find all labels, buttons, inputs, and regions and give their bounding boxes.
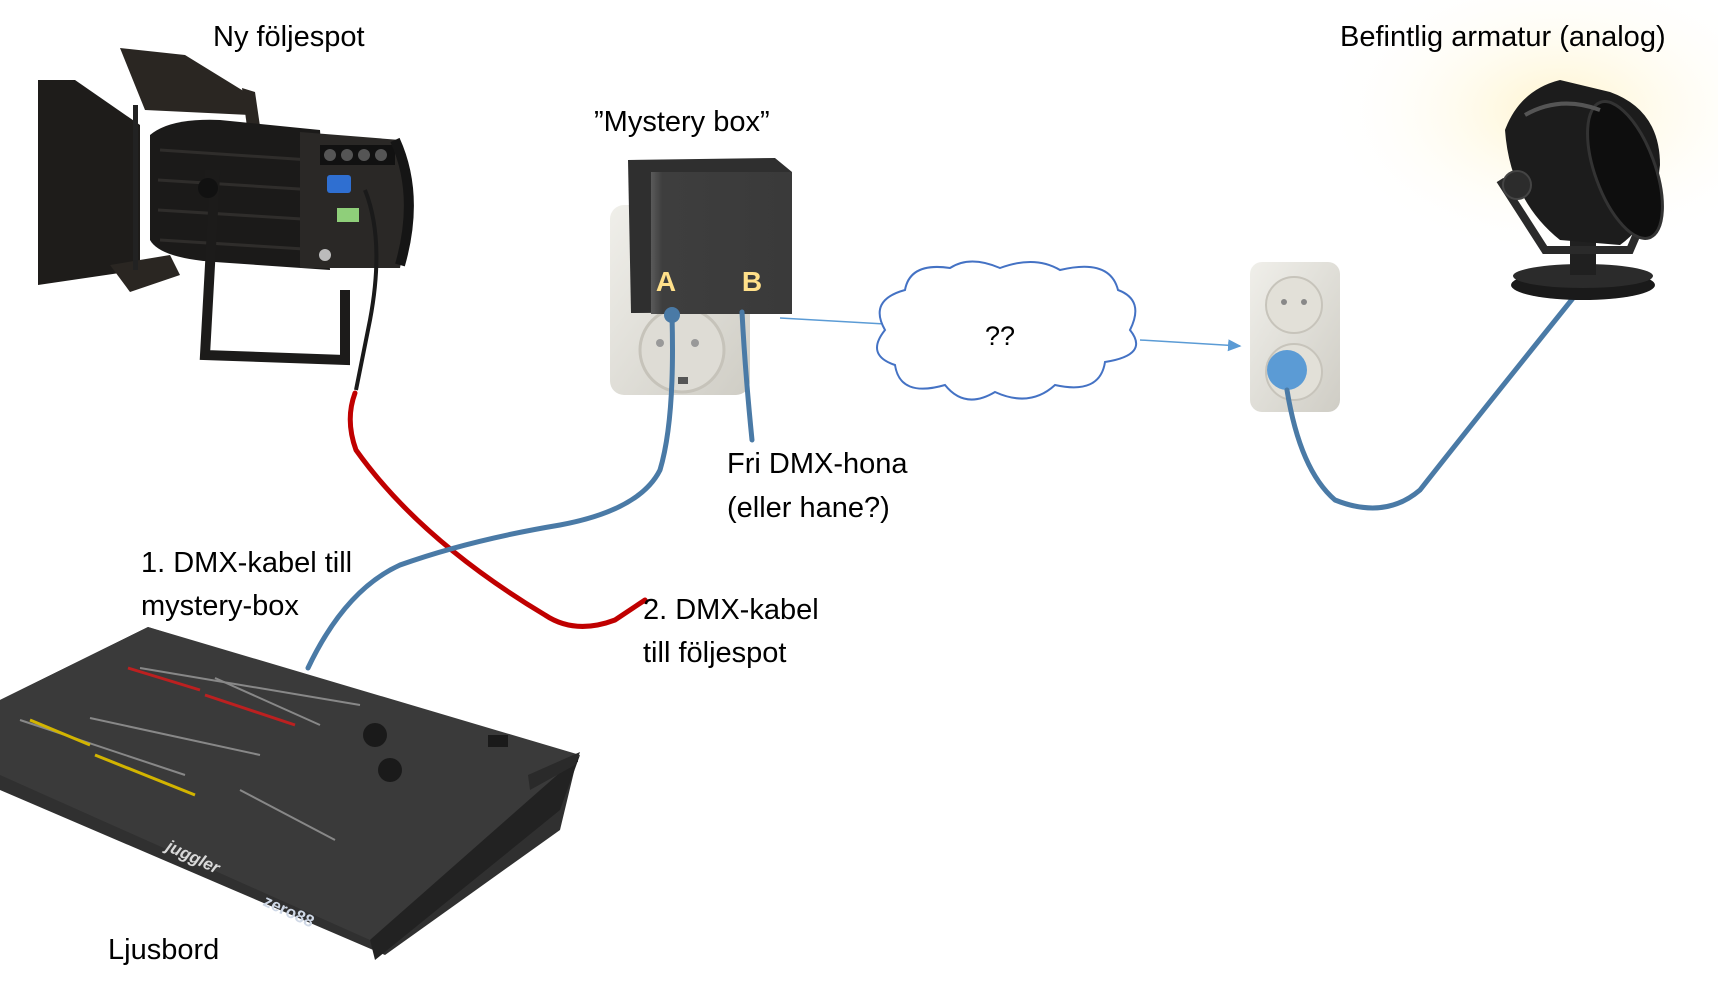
dmx-cable-2 <box>347 390 648 629</box>
double-wall-socket-icon[interactable] <box>1250 262 1340 412</box>
cable2-label-line2: till följespot <box>643 637 787 669</box>
free-port-label-line1: Fri DMX-hona <box>727 448 908 480</box>
wall-socket-adapter-icon[interactable] <box>610 158 792 395</box>
connector-line-in <box>779 317 886 325</box>
cable2-label-line1: 2. DMX-kabel <box>643 594 819 626</box>
mystery-box-label: ”Mystery box” <box>594 106 770 138</box>
cloud-label: ?? <box>985 321 1015 351</box>
cloud-icon[interactable] <box>876 260 1138 401</box>
existing-fixture-label: Befintlig armatur (analog) <box>1340 21 1666 53</box>
cable1-label-line2: mystery-box <box>141 590 299 622</box>
analog-spotlight-icon[interactable] <box>1496 80 1678 300</box>
lighting-desk-label: Ljusbord <box>108 934 220 966</box>
fixture-cable <box>1284 274 1593 511</box>
free-port-label-line2: (eller hane?) <box>727 492 890 524</box>
port-b-label: B <box>742 266 762 297</box>
fresnel-spotlight-icon[interactable] <box>38 48 414 391</box>
mystery-box-body <box>651 172 792 314</box>
plug-connector <box>1267 350 1307 390</box>
connector-arrow <box>1139 339 1242 352</box>
port-a-label: A <box>656 266 676 297</box>
free-dmx-cable <box>739 309 755 443</box>
new-followspot-label: Ny följespot <box>213 21 365 53</box>
port-a-connector <box>664 307 680 323</box>
lighting-console-icon[interactable] <box>0 627 580 960</box>
dmx-cable-1 <box>305 313 675 671</box>
cable1-label-line1: 1. DMX-kabel till <box>141 547 353 579</box>
